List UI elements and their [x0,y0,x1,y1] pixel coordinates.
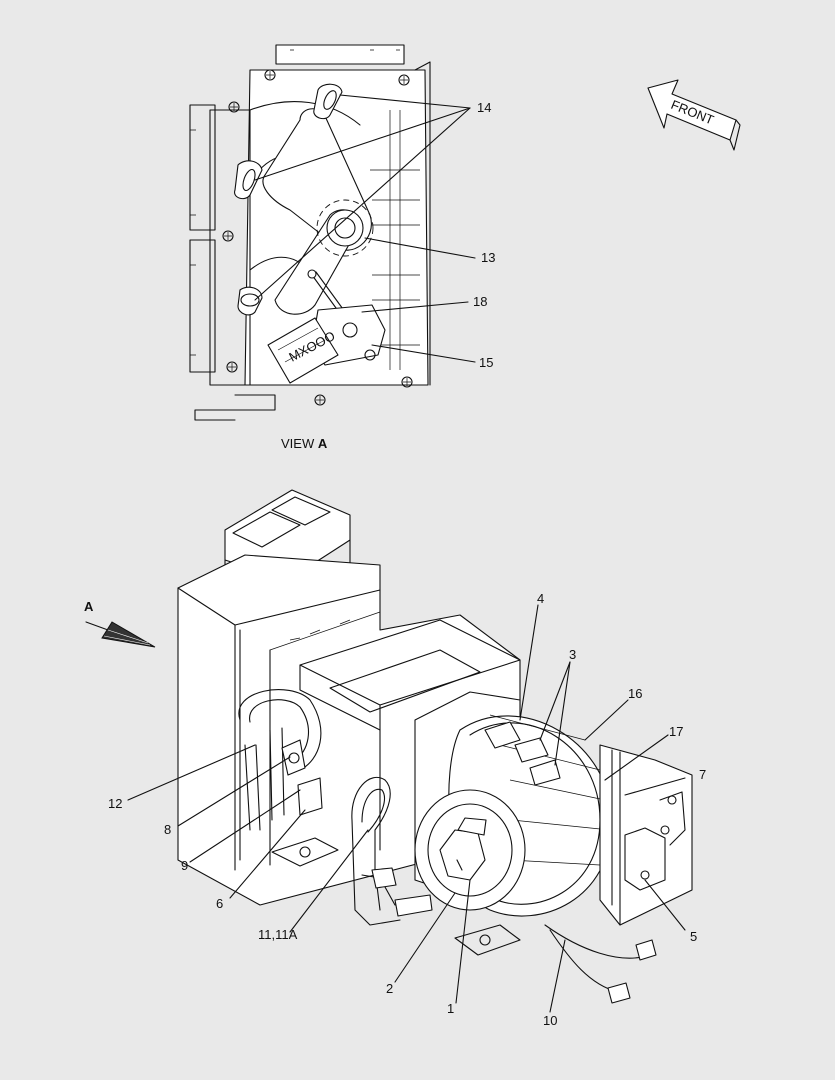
callout-14: 14 [477,100,491,115]
callout-6: 6 [216,896,223,911]
callout-9: 9 [181,858,188,873]
callout-5: 5 [690,929,697,944]
callout-15: 15 [479,355,493,370]
callout-12: 12 [108,796,122,811]
callout-11-11a: 11,11A [258,927,298,942]
callout-10: 10 [543,1013,557,1028]
callout-3: 3 [569,647,576,662]
view-a-detail: MXOOO 14 13 18 15 VIEW A [189,44,495,451]
callout-4: 4 [537,591,544,606]
callout-18: 18 [473,294,487,309]
callout-8: 8 [164,822,171,837]
callout-13: 13 [481,250,495,265]
view-caption: VIEW A [281,436,328,451]
view-a-pointer: A [84,599,156,648]
front-direction-arrow: FRONT [647,79,741,151]
callout-17: 17 [669,724,683,739]
callout-2: 2 [386,981,393,996]
callout-1: 1 [447,1001,454,1016]
hvac-unit-assembly: 4 3 16 17 7 12 8 9 6 11,11A 2 1 10 5 [108,489,706,1028]
view-a-letter: A [84,599,94,614]
callout-7: 7 [699,767,706,782]
callout-16: 16 [628,686,642,701]
